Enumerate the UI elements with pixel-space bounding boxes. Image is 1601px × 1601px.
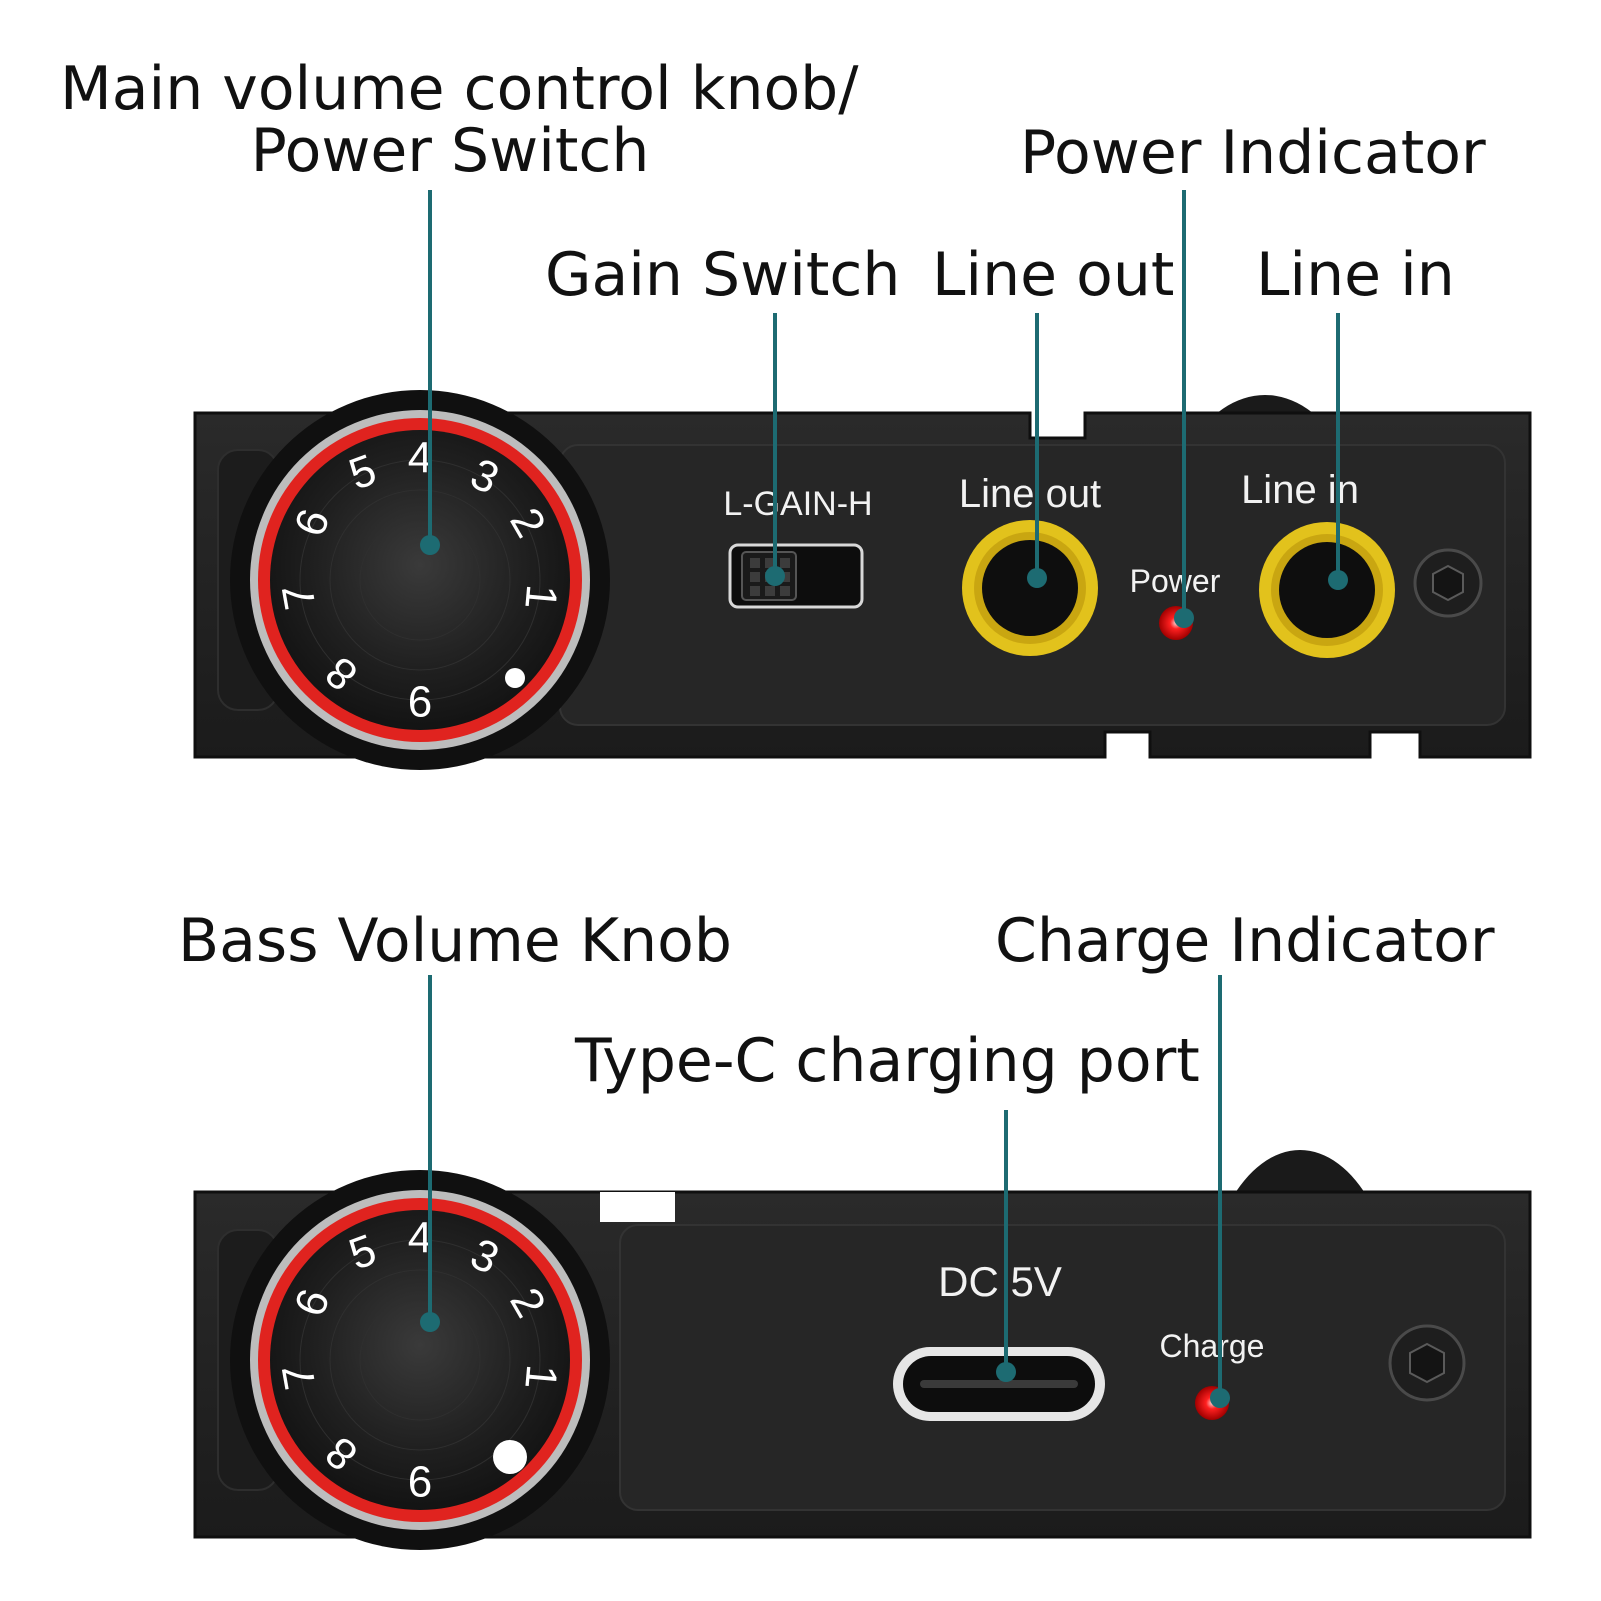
callout-main-volume-line2: Power Switch bbox=[250, 116, 650, 186]
callout-line-in: Line in bbox=[1256, 240, 1455, 310]
callout-gain-switch: Gain Switch bbox=[545, 240, 901, 310]
leader-type-c bbox=[996, 1110, 1016, 1382]
leader-lines bbox=[420, 190, 1348, 1408]
bottom-type-c-port[interactable] bbox=[893, 1347, 1105, 1421]
top-hex-screw-icon bbox=[1413, 548, 1483, 618]
bottom-knob-number: 1 bbox=[515, 1363, 566, 1392]
top-silk-line-out: Line out bbox=[959, 472, 1101, 516]
top-gain-switch[interactable] bbox=[728, 543, 864, 609]
leader-main-volume bbox=[420, 190, 440, 555]
leader-gain-switch bbox=[765, 313, 785, 586]
leader-power-indicator bbox=[1174, 190, 1194, 628]
top-line-in-jack[interactable] bbox=[1259, 522, 1395, 658]
leader-line-in bbox=[1328, 313, 1348, 590]
top-silk-gain: L-GAIN-H bbox=[723, 485, 872, 523]
bottom-knob-number: 6 bbox=[408, 1458, 432, 1507]
leader-line-out bbox=[1027, 313, 1047, 588]
top-line-out-jack[interactable] bbox=[962, 520, 1098, 656]
bottom-knob-indicator-dot bbox=[493, 1440, 527, 1474]
callout-line-out: Line out bbox=[932, 240, 1175, 310]
top-knob-number: 1 bbox=[515, 583, 566, 612]
top-silk-power: Power bbox=[1130, 563, 1221, 599]
bottom-hex-screw-icon bbox=[1388, 1324, 1466, 1402]
bottom-notch-left bbox=[600, 1192, 675, 1222]
callout-bass-volume-knob: Bass Volume Knob bbox=[178, 906, 732, 976]
leader-bass-knob bbox=[420, 975, 440, 1332]
callout-main-volume-line1: Main volume control knob/ bbox=[60, 54, 859, 124]
callout-type-c-port: Type-C charging port bbox=[575, 1026, 1200, 1096]
top-knob-number: 6 bbox=[408, 678, 432, 727]
callout-charge-indicator: Charge Indicator bbox=[995, 906, 1495, 976]
top-silk-line-in: Line in bbox=[1241, 468, 1359, 512]
callout-power-indicator: Power Indicator bbox=[1020, 118, 1486, 188]
leader-charge-indicator bbox=[1210, 975, 1230, 1408]
bottom-silk-charge: Charge bbox=[1160, 1328, 1265, 1364]
callout-main-volume-knob: Main volume control knob/ Power Switch bbox=[60, 54, 859, 186]
bottom-silk-dc: DC 5V bbox=[938, 1258, 1062, 1305]
top-knob-indicator-dot bbox=[505, 668, 525, 688]
